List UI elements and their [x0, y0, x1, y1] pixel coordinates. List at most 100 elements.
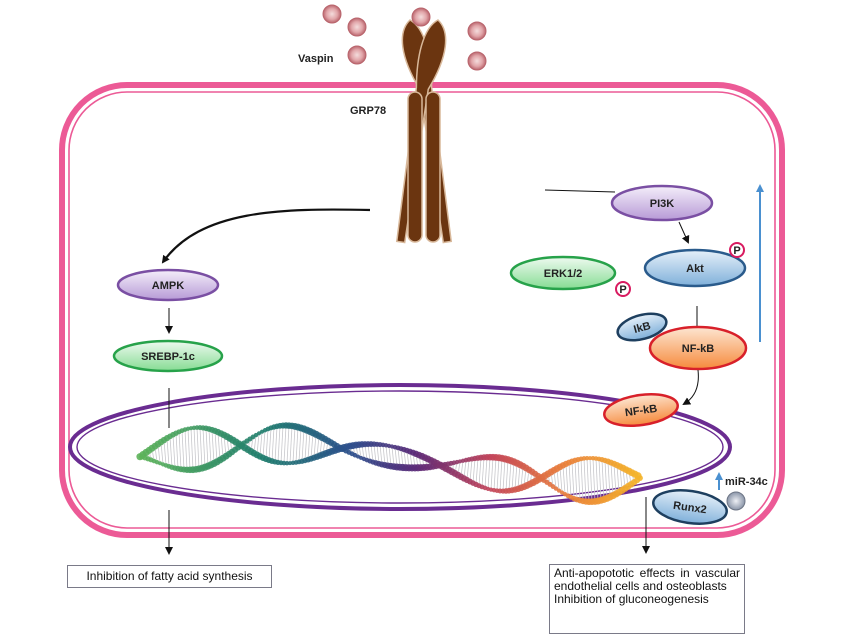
- dna-helix: [136, 422, 643, 506]
- mirna-label: miR-34c: [725, 476, 768, 488]
- dna-base-pair: [517, 464, 521, 489]
- dna-base-pair: [268, 427, 272, 461]
- outcome-anti-apoptotic-text: Anti-apopototic effects in vascular endo…: [554, 566, 740, 593]
- dna-base-pair: [286, 425, 290, 464]
- dna-base-pair: [466, 459, 470, 481]
- dna-base-pair: [271, 426, 275, 462]
- dna-base-pair: [169, 436, 173, 468]
- erk-phospho-badge: P: [615, 281, 631, 297]
- dna-base-pair: [472, 458, 476, 484]
- dna-nucleotide: [637, 475, 643, 481]
- dna-base-pair: [571, 461, 575, 499]
- dna-base-pair: [280, 425, 284, 463]
- dna-base-pair: [193, 427, 197, 470]
- dna-base-pair: [382, 444, 386, 466]
- runx2-label: Runx2: [672, 500, 707, 517]
- dna-base-pair: [208, 428, 212, 465]
- dna-base-pair: [304, 430, 308, 461]
- dna-base-pair: [598, 458, 602, 501]
- dna-base-pair: [178, 431, 182, 470]
- dna-base-pair: [211, 429, 215, 464]
- dna-base-pair: [379, 444, 383, 465]
- dna-base-pair: [292, 426, 296, 463]
- pi3k-label: PI3K: [650, 198, 675, 210]
- arrow-nfkb-to-nucleus: [682, 369, 699, 406]
- dna-base-pair: [166, 438, 170, 467]
- dna-base-pair: [601, 459, 605, 500]
- dna-base-pair: [196, 427, 200, 469]
- vaspin-molecule: [347, 45, 367, 65]
- outcome-gluconeogenesis-text: Inhibition of gluconeogenesis: [554, 592, 709, 606]
- dna-base-pair: [520, 466, 524, 488]
- dna-base-pair: [172, 434, 176, 469]
- ampk-label: AMPK: [152, 280, 184, 292]
- vaspin-molecule: [467, 21, 487, 41]
- dna-base-pair: [496, 457, 500, 491]
- outcome-anti-apoptotic-box: Anti-apopototic effects in vascular endo…: [549, 564, 745, 634]
- dna-base-pair: [502, 458, 506, 492]
- dna-base-pair: [499, 458, 503, 491]
- dna-base-pair: [592, 458, 596, 502]
- dna-base-pair: [376, 444, 380, 464]
- dna-base-pair: [508, 460, 512, 491]
- vaspin-label: Vaspin: [298, 53, 334, 65]
- srebp-node: SREBP-1c: [112, 339, 224, 373]
- akt-phospho-badge: P: [729, 242, 745, 258]
- ikb-label: IkB: [632, 320, 652, 336]
- dna-base-pair: [385, 445, 389, 466]
- dna-base-pair: [514, 463, 518, 490]
- dna-base-pair: [568, 462, 572, 498]
- dna-base-pair: [214, 430, 218, 462]
- dna-base-pair: [160, 441, 164, 465]
- dna-base-pair: [616, 465, 620, 493]
- runx2-node: Runx2: [652, 489, 728, 525]
- dna-base-pair: [577, 459, 581, 501]
- dna-base-pair: [262, 430, 266, 458]
- dna-base-pair: [574, 460, 578, 500]
- dna-base-pair: [256, 433, 260, 455]
- dna-base-pair: [595, 458, 599, 501]
- dna-base-pair: [586, 458, 590, 502]
- dna-base-pair: [298, 427, 302, 462]
- nfkb-cyto-label: NF-kB: [682, 343, 714, 355]
- dna-base-pair: [505, 459, 509, 492]
- erk-label: ERK1/2: [544, 268, 583, 280]
- srebp-label: SREBP-1c: [141, 351, 195, 363]
- dna-base-pair: [217, 432, 221, 461]
- dna-base-pair: [307, 431, 311, 460]
- erk-node: ERK1/2: [509, 255, 617, 291]
- dna-base-pair: [163, 440, 167, 466]
- ampk-node: AMPK: [116, 268, 220, 302]
- dna-base-pair: [190, 428, 194, 470]
- dna-base-pair: [220, 433, 224, 459]
- arrow-pi3k-to-akt: [678, 221, 690, 244]
- dna-base-pair: [490, 457, 494, 490]
- dna-base-pair: [274, 426, 278, 462]
- dna-base-pair: [289, 425, 293, 464]
- dna-base-pair: [559, 466, 563, 493]
- outcome-fatty-acid-box: Inhibition of fatty acid synthesis: [67, 565, 272, 588]
- dna-base-pair: [265, 428, 269, 460]
- grp78-label: GRP78: [350, 105, 386, 117]
- dna-base-pair: [370, 444, 374, 463]
- dna-base-pair: [619, 466, 623, 491]
- nfkb-nuc-label: NF-kB: [624, 403, 658, 419]
- mirna-molecule: [726, 491, 746, 511]
- dna-base-pair: [184, 429, 188, 470]
- dna-base-pair: [277, 425, 281, 463]
- dna-base-pair: [388, 445, 392, 467]
- dna-base-pair: [175, 433, 179, 469]
- dna-base-pair: [283, 425, 287, 464]
- arrow-grp78-to-ampk: [161, 208, 371, 264]
- vaspin-molecule: [322, 4, 342, 24]
- dna-base-pair: [589, 458, 593, 502]
- dna-base-pair: [259, 431, 263, 457]
- dna-base-pair: [511, 461, 515, 491]
- outcome-fatty-acid-text: Inhibition of fatty acid synthesis: [86, 569, 253, 583]
- dna-base-pair: [295, 427, 299, 463]
- dna-base-pair: [565, 463, 569, 496]
- dna-base-pair: [181, 430, 185, 470]
- akt-label: Akt: [686, 263, 704, 275]
- line-grp78-to-pi3k: [544, 189, 616, 193]
- dna-base-pair: [556, 468, 560, 491]
